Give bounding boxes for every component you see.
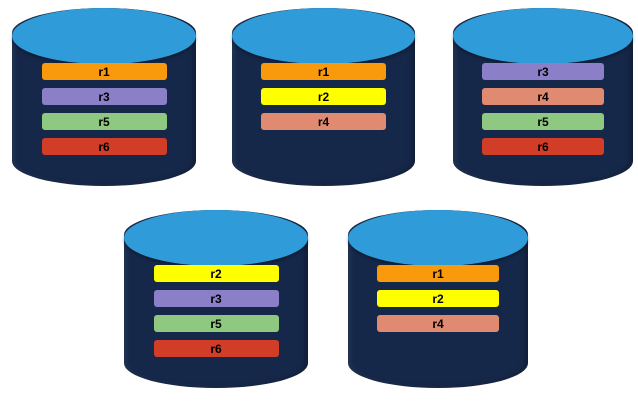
replica-r6[interactable]: r6 [482,138,604,155]
replica-r5[interactable]: r5 [41,113,167,130]
node-1[interactable]: Node 1r1r3r5r6 [12,8,196,186]
node-2[interactable]: Node 2r1r2r4 [232,8,415,186]
replica-stack: r1 r2 r4 [232,63,415,130]
replica-r4[interactable]: r4 [261,113,386,130]
replica-r2[interactable]: r2 [153,265,279,282]
replica-stack: r1 r2 r4 [348,265,528,332]
replica-r4[interactable]: r4 [377,315,499,332]
replica-r3[interactable]: r3 [153,290,279,307]
replica-r6[interactable]: r6 [41,138,167,155]
replica-r3[interactable]: r3 [41,88,167,105]
replica-r2[interactable]: r2 [261,88,386,105]
cylinder-top [12,8,196,64]
replica-r5[interactable]: r5 [153,315,279,332]
replica-r1[interactable]: r1 [41,63,167,80]
replica-r3[interactable]: r3 [482,63,604,80]
replica-r5[interactable]: r5 [482,113,604,130]
cylinder-top [232,8,415,64]
replica-r1[interactable]: r1 [377,265,499,282]
replica-r6[interactable]: r6 [153,340,279,357]
replica-stack: r2 r3 r5 r6 [124,265,308,357]
cylinder-top [124,210,308,266]
replica-r1[interactable]: r1 [261,63,386,80]
node-5[interactable]: Node 5r1r2r4 [348,210,528,388]
replica-r4[interactable]: r4 [482,88,604,105]
cylinder-top [453,8,633,64]
replica-stack: r1 r3 r5 r6 [12,63,196,155]
node-3[interactable]: Node 3r3r4r5r6 [453,8,633,186]
replica-r2[interactable]: r2 [377,290,499,307]
replica-stack: r3 r4 r5 r6 [453,63,633,155]
node-4[interactable]: Node 4r2r3r5r6 [124,210,308,388]
cylinder-top [348,210,528,266]
